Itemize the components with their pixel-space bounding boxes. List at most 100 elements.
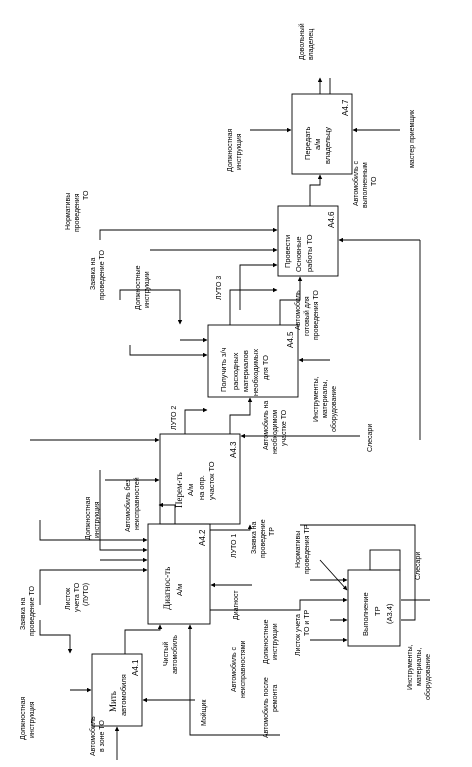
svg-text:А4.7: А4.7: [341, 99, 350, 116]
label-luto1: ЛУТО 1: [231, 534, 238, 558]
svg-text:для ТО: для ТО: [261, 355, 270, 380]
label-diagnost: Диагност: [233, 590, 240, 620]
label-job-instr-4: Должностные: [135, 265, 142, 310]
svg-text:выполненным: выполненным: [362, 162, 369, 208]
block-a42: Диагнос-ть А/м А4.2: [162, 529, 207, 610]
svg-text:в зоне ТО: в зоне ТО: [99, 720, 106, 752]
block-a47-box[interactable]: [291, 93, 353, 175]
svg-text:(А3.4): (А3.4): [385, 603, 394, 624]
svg-text:инструкции: инструкции: [144, 271, 151, 308]
svg-text:неисправностей: неисправностей: [133, 477, 141, 530]
svg-text:участок ТО: участок ТО: [207, 461, 216, 500]
svg-text:проведения ТР: проведения ТР: [304, 524, 311, 574]
label-job-instr-5: Должностная: [227, 128, 234, 172]
label-job-instr-3: Должностные: [263, 619, 270, 664]
label-washer: Мойщик: [200, 699, 208, 726]
block-a46: Провести Основные работы ТО А4.6: [283, 211, 336, 272]
label-car-after-repair: Автомобиль после: [262, 677, 270, 738]
svg-text:Диагнос-ть: Диагнос-ть: [162, 567, 172, 610]
label-request-tr: Заявка на: [251, 521, 258, 554]
label-car-in-zone: Автомобиль: [89, 716, 97, 756]
svg-text:А4.1: А4.1: [131, 659, 140, 676]
svg-text:проведения ТО: проведения ТО: [313, 290, 320, 340]
svg-text:ТО: ТО: [371, 176, 378, 186]
label-car-at-area: Автомобиль на: [262, 401, 270, 450]
label-master: мастер приемщик: [409, 109, 416, 168]
svg-text:владелец: владелец: [308, 29, 315, 60]
label-locksmiths-2: Слесари: [367, 424, 374, 452]
block-a45: Получить з/ч расходных материалов необхо…: [219, 331, 295, 396]
svg-text:(ЛУТО): (ЛУТО): [83, 583, 90, 606]
block-a47: Передать а/м владельцу А4.7: [303, 99, 350, 164]
svg-text:А4.2: А4.2: [198, 529, 207, 546]
svg-text:проведения: проведения: [74, 193, 81, 232]
label-luto3: ЛУТО 3: [216, 276, 223, 300]
svg-text:инструкции: инструкции: [272, 623, 279, 660]
label-happy-owner: Довольный: [298, 23, 306, 60]
label-car-done: Автомобиль с: [352, 160, 360, 206]
svg-text:А/м: А/м: [175, 584, 184, 596]
svg-text:Мить: Мить: [108, 691, 118, 712]
svg-text:Основные: Основные: [294, 236, 303, 272]
block-a41: Мить автомобиля А4.1: [108, 659, 140, 716]
block-a44: Выполнение ТР (А3.4): [361, 592, 394, 636]
svg-text:Получить з/ч: Получить з/ч: [219, 347, 228, 392]
label-request-to: Заявка на: [20, 597, 27, 630]
label-job-instr-1: Должностная: [20, 696, 27, 740]
svg-text:Выполнение: Выполнение: [361, 592, 370, 636]
block-a43: Перем-ть А/м на опр. участок ТО А4.3: [174, 441, 238, 508]
svg-text:проведение: проведение: [260, 519, 267, 558]
svg-text:А4.3: А4.3: [229, 441, 238, 458]
label-tools-1: Инструменты,: [407, 644, 414, 690]
svg-text:ремонта: ремонта: [272, 685, 279, 712]
svg-text:ТР: ТР: [269, 527, 276, 536]
svg-text:проведение ТО: проведение ТО: [99, 249, 106, 300]
label-job-instr-2: Должностная: [85, 496, 92, 540]
svg-text:а/м: а/м: [313, 139, 322, 150]
svg-text:Перем-ть: Перем-ть: [174, 472, 184, 508]
svg-text:А/м: А/м: [186, 484, 195, 496]
svg-text:участке ТО: участке ТО: [281, 409, 288, 446]
block-a43-box[interactable]: [159, 433, 241, 525]
svg-text:необходимом: необходимом: [271, 410, 279, 454]
svg-text:Передать: Передать: [303, 126, 312, 160]
label-request-to-b: Заявка на: [90, 257, 97, 290]
label-car-with-faults: Автомобиль с: [230, 646, 238, 692]
label-car-no-faults: Автомобиль без: [124, 480, 132, 532]
label-clean-car: Чистый: [162, 642, 170, 666]
arrow-labels: Автомобиль в зоне ТО Должностная инструк…: [20, 23, 432, 756]
label-tools-2: Инструменты,: [313, 376, 320, 422]
svg-text:владельцу: владельцу: [323, 127, 332, 164]
svg-text:на опр.: на опр.: [197, 475, 206, 500]
block-a45-box[interactable]: [207, 324, 299, 398]
svg-text:готовый для: готовый для: [303, 296, 311, 336]
svg-text:автомобиль: автомобиль: [171, 635, 179, 674]
svg-text:ТР: ТР: [373, 606, 382, 616]
label-sheet-to-tr: Листок учета: [295, 614, 302, 656]
svg-text:А4.5: А4.5: [286, 331, 295, 348]
svg-text:А4.6: А4.6: [327, 211, 336, 228]
svg-text:инструкция: инструкция: [29, 701, 36, 738]
block-a44-top: [369, 549, 401, 571]
svg-text:материалы,: материалы,: [416, 648, 423, 686]
block-a41-box[interactable]: [91, 653, 143, 727]
svg-text:расходных: расходных: [231, 352, 240, 390]
block-a46-box[interactable]: [277, 205, 339, 277]
svg-text:необходимых: необходимых: [251, 349, 260, 396]
label-norms-to: Нормативы: [65, 193, 72, 230]
svg-text:ТО: ТО: [83, 190, 90, 200]
svg-text:инструкция: инструкция: [94, 501, 101, 538]
svg-text:материалов: материалов: [241, 350, 250, 392]
label-locksmiths-1: Слесари: [415, 552, 422, 580]
svg-text:автомобиля: автомобиля: [119, 674, 128, 716]
svg-text:оборудование: оборудование: [424, 654, 432, 700]
svg-text:Провести: Провести: [283, 235, 292, 268]
label-car-ready: Автомобиль: [294, 290, 302, 330]
label-norms-tr: Нормативы: [295, 531, 302, 568]
connector-lines: [30, 77, 430, 760]
svg-text:неисправностями: неисправностями: [240, 640, 247, 698]
svg-text:ТО и ТР: ТО и ТР: [304, 610, 311, 636]
svg-text:работы ТО: работы ТО: [305, 234, 314, 272]
